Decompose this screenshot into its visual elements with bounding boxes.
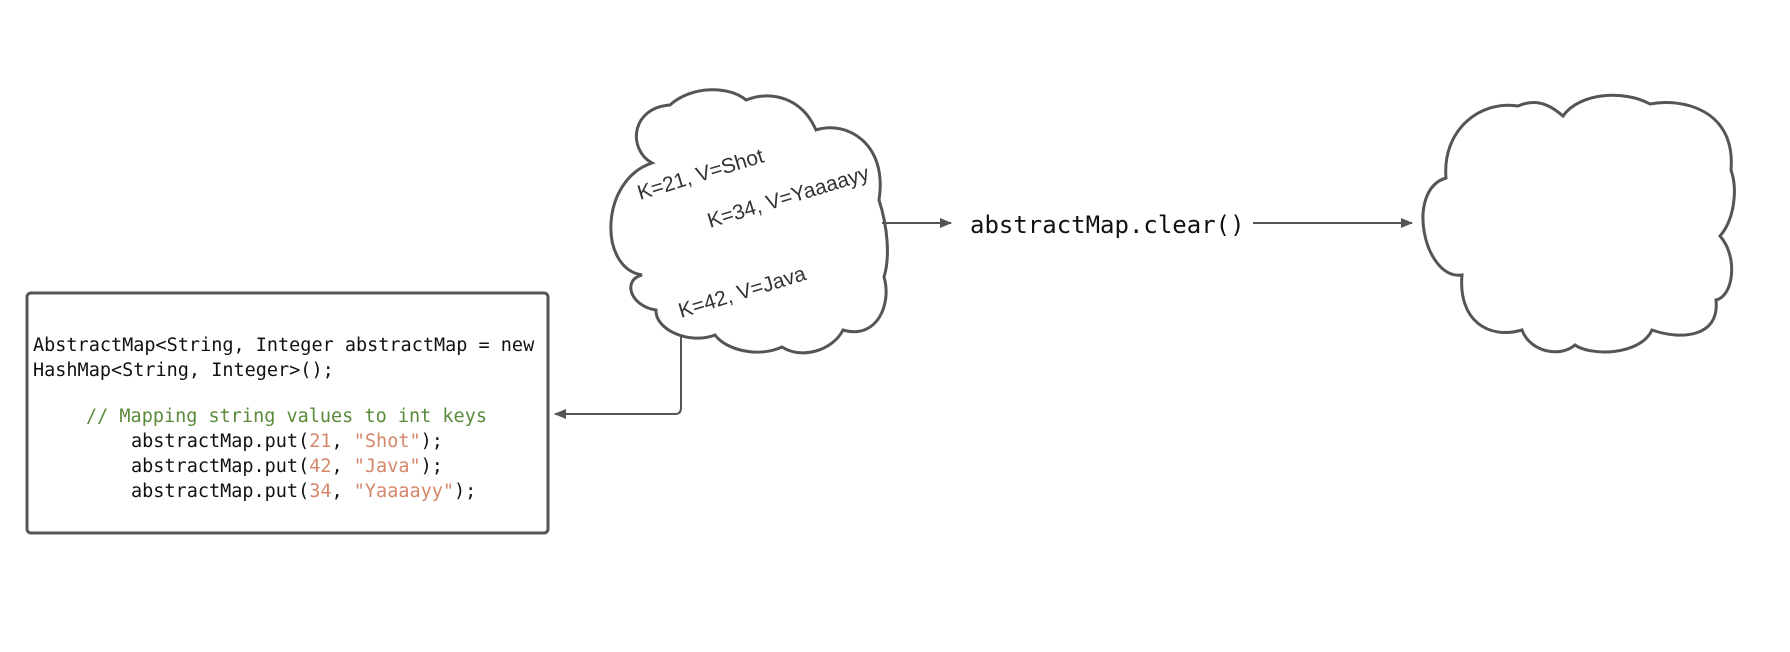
code-box-border [25,291,550,535]
code-put-sep: , [332,456,354,477]
code-put-line: abstractMap.put(34, "Yaaaayy"); [131,481,476,502]
code-put-value: "Java" [354,456,421,477]
empty-map-cloud [1421,93,1736,354]
cloud-to-code-arrow [554,336,682,419]
code-put-value: "Yaaaayy" [354,481,454,502]
code-put-sep: , [332,431,354,452]
empty-cloud-shape [1421,93,1736,354]
map-cloud-shape [609,88,889,355]
code-box: AbstractMap<String, Integer abstractMap … [25,291,550,535]
operation-label: abstractMap.clear() [970,211,1245,239]
code-put-suffix: ); [454,481,476,502]
code-put-suffix: ); [421,431,443,452]
code-put-prefix: abstractMap.put( [131,456,309,477]
code-line-declaration: AbstractMap<String, Integer abstractMap … [33,335,535,356]
code-put-line: abstractMap.put(42, "Java"); [131,456,443,477]
code-comment: // Mapping string values to int keys [86,406,487,427]
code-put-key: 34 [309,481,331,502]
code-put-suffix: ); [421,456,443,477]
map-cloud: K=21, V=Shot K=34, V=Yaaaayy K=42, V=Jav… [609,88,889,355]
code-put-key: 42 [309,456,331,477]
code-put-key: 21 [309,431,331,452]
code-line-instantiation: HashMap<String, Integer>(); [33,360,334,381]
code-put-sep: , [332,481,354,502]
code-put-value: "Shot" [354,431,421,452]
code-put-prefix: abstractMap.put( [131,481,309,502]
code-put-prefix: abstractMap.put( [131,431,309,452]
code-put-line: abstractMap.put(21, "Shot"); [131,431,443,452]
